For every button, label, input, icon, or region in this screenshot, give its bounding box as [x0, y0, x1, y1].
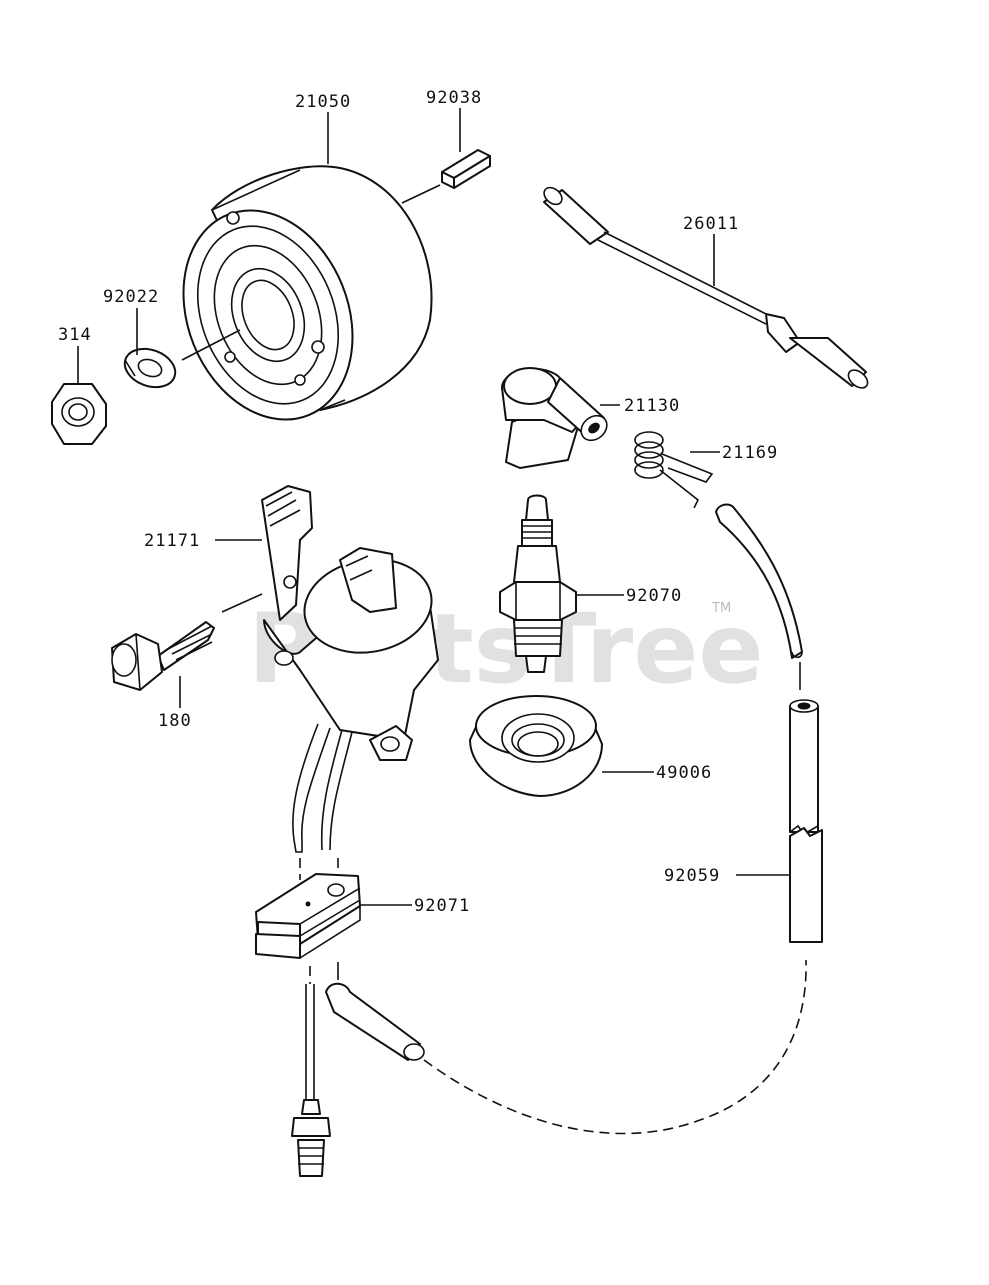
label-21050: 21050 — [295, 92, 351, 112]
key-part[interactable] — [441, 149, 491, 189]
plug-cap-part[interactable] — [501, 367, 612, 469]
label-314: 314 — [58, 325, 92, 345]
ignition-coil-part[interactable] — [261, 485, 439, 761]
spring-part[interactable] — [634, 431, 714, 509]
label-92022: 92022 — [103, 287, 159, 307]
nut-part[interactable] — [51, 383, 107, 445]
grommet-part[interactable] — [469, 695, 603, 797]
label-92070: 92070 — [626, 586, 682, 606]
spark-plug-part[interactable] — [499, 494, 577, 673]
label-21130: 21130 — [624, 396, 680, 416]
tube-part-92059[interactable] — [789, 827, 823, 943]
label-92038: 92038 — [426, 88, 482, 108]
washer-part[interactable] — [119, 342, 180, 394]
label-21169: 21169 — [722, 443, 778, 463]
label-92059: 92059 — [664, 866, 720, 886]
label-26011: 26011 — [683, 214, 739, 234]
label-21171: 21171 — [144, 531, 200, 551]
tube-part-upper[interactable] — [715, 503, 819, 836]
coil-wires-part[interactable] — [292, 723, 353, 853]
flywheel-part[interactable] — [153, 165, 433, 445]
lower-wire-part[interactable] — [291, 984, 331, 1177]
watermark-trademark: TM — [711, 601, 731, 616]
label-180: 180 — [158, 711, 192, 731]
bolt-part[interactable] — [111, 621, 215, 691]
tube-part-lower[interactable] — [325, 982, 425, 1061]
label-92071: 92071 — [414, 896, 470, 916]
label-49006: 49006 — [656, 763, 712, 783]
wire-grommet-part[interactable] — [255, 873, 361, 959]
high-tension-lead-part[interactable] — [541, 184, 871, 391]
